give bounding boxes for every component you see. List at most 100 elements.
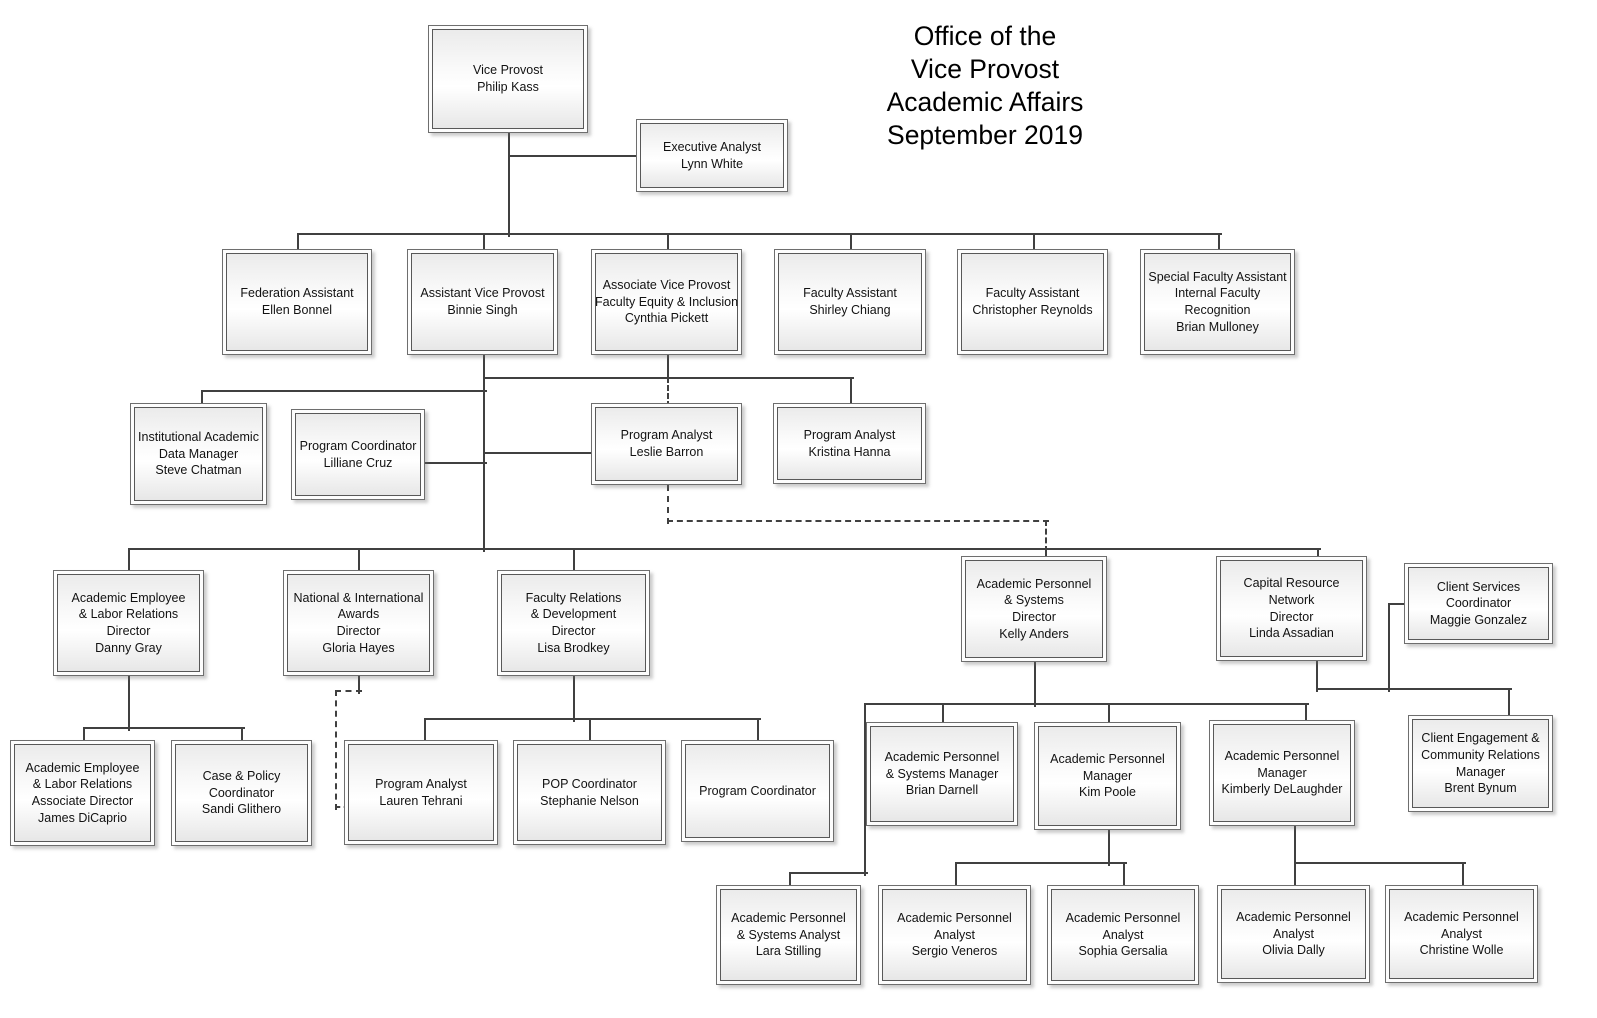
org-box-label-line: & Development bbox=[530, 607, 617, 622]
org-box-label-line: Special Faculty Assistant bbox=[1148, 269, 1287, 284]
org-box-label-line: Olivia Dally bbox=[1262, 943, 1325, 958]
connector-line bbox=[1033, 233, 1035, 253]
org-box-label-line: Sandi Glithero bbox=[201, 802, 282, 817]
connector-line bbox=[667, 355, 669, 381]
chart-title: Office of the Vice Provost Academic Affa… bbox=[835, 20, 1135, 151]
org-box-label-line: Vice Provost bbox=[473, 63, 543, 78]
org-box-label-line: Data Manager bbox=[158, 446, 239, 461]
org-box-label-line: Recognition bbox=[1184, 303, 1251, 317]
connector-line bbox=[1388, 603, 1390, 692]
connector-line bbox=[942, 703, 944, 726]
connector-line bbox=[864, 703, 866, 876]
org-box-label-line: Program Analyst bbox=[375, 776, 467, 791]
connector-line bbox=[1462, 862, 1464, 889]
org-box-label: Program Coordinator bbox=[698, 781, 817, 802]
org-box-label-line: Kelly Anders bbox=[999, 626, 1069, 641]
chart-title-line: Office of the bbox=[913, 21, 1057, 51]
org-box-label-line: Associate Vice Provost bbox=[602, 278, 731, 293]
org-box-label-line: Program Analyst bbox=[803, 427, 896, 442]
connector-line bbox=[358, 676, 360, 694]
connector-line bbox=[850, 233, 852, 253]
connector-line bbox=[424, 718, 761, 720]
org-box-label-line: Academic Personnel bbox=[731, 911, 846, 926]
org-box-label-line: Lisa Brodkey bbox=[537, 640, 610, 655]
org-box-label-line: Kimberly DeLaughder bbox=[1221, 782, 1343, 797]
org-box-label-line: Philip Kass bbox=[477, 80, 539, 94]
connector-line bbox=[201, 390, 487, 392]
org-box-label-line: Academic Personnel bbox=[1236, 910, 1351, 925]
org-box-label-line: Analyst bbox=[1102, 927, 1144, 942]
org-box-label-line: James DiCaprio bbox=[38, 810, 127, 825]
connector-line bbox=[850, 377, 852, 407]
connector-line bbox=[508, 133, 510, 237]
org-box-label-line: Academic Employee bbox=[71, 590, 186, 605]
dashed-connector-line bbox=[335, 690, 337, 810]
org-box-label-line: Network bbox=[1268, 592, 1315, 607]
org-box-label-line: Brian Darnell bbox=[905, 783, 979, 798]
org-box-label-line: Steve Chatman bbox=[155, 463, 242, 478]
connector-line bbox=[789, 872, 868, 874]
org-box-label-line: Director bbox=[1269, 609, 1314, 624]
connector-line bbox=[1317, 548, 1319, 560]
connector-line bbox=[1294, 862, 1466, 864]
dashed-connector-line bbox=[667, 377, 669, 407]
dashed-connector-line bbox=[335, 806, 349, 808]
connector-line bbox=[1123, 862, 1125, 889]
org-box-label-line: Coordinator bbox=[1445, 596, 1512, 611]
org-box-label-line: Lara Stilling bbox=[755, 944, 822, 959]
connector-line bbox=[1305, 703, 1307, 724]
connector-line bbox=[297, 233, 299, 253]
org-box-label-line: Cynthia Pickett bbox=[624, 311, 709, 326]
org-box-label-line: Program Analyst bbox=[620, 428, 713, 443]
org-box-label-line: & Labor Relations bbox=[78, 607, 179, 622]
connector-line bbox=[128, 548, 130, 574]
connector-line bbox=[589, 718, 591, 744]
connector-line bbox=[955, 862, 957, 889]
org-box-label-line: Sophia Gersalia bbox=[1078, 944, 1168, 959]
